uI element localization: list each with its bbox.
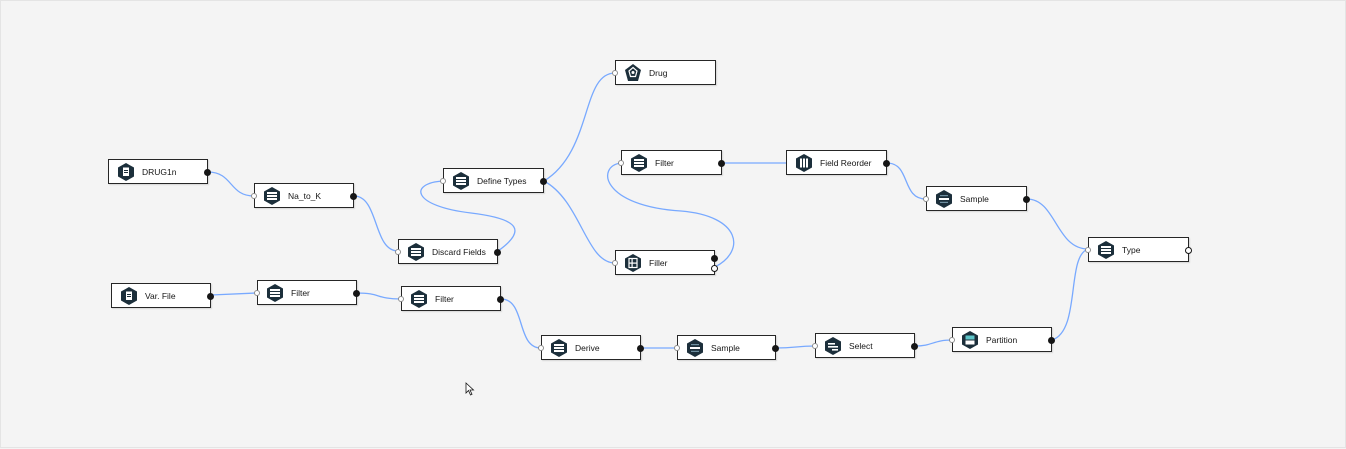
node-label: Select xyxy=(849,340,873,351)
file-icon xyxy=(117,162,135,181)
output-port[interactable] xyxy=(207,293,214,300)
node-filter-top[interactable]: Filter xyxy=(618,150,725,175)
input-port[interactable] xyxy=(440,178,446,184)
input-port[interactable] xyxy=(1085,247,1091,253)
link-field_reorder-sample_top xyxy=(886,162,927,200)
partition-icon xyxy=(961,330,979,349)
node-label: Na_to_K xyxy=(288,190,322,201)
node-var-file[interactable]: Var. File xyxy=(111,283,214,308)
derive-icon xyxy=(263,186,281,205)
node-na-to-k[interactable]: Na_to_K xyxy=(251,183,357,208)
node-drug1n[interactable]: DRUG1n xyxy=(108,159,211,184)
link-define_types-filler xyxy=(543,180,616,264)
model-icon xyxy=(624,63,642,82)
output-port[interactable] xyxy=(540,178,547,185)
type-icon xyxy=(452,171,470,190)
output-port[interactable] xyxy=(494,249,501,256)
node-field-reorder[interactable]: Field Reorder xyxy=(786,150,890,175)
select-icon xyxy=(824,336,842,355)
derive-icon xyxy=(550,338,568,357)
output-port[interactable] xyxy=(772,345,779,352)
output-port[interactable] xyxy=(911,343,918,350)
node-partition[interactable]: Partition xyxy=(949,327,1055,352)
sample-icon xyxy=(686,338,704,357)
node-label: Var. File xyxy=(145,290,176,301)
filter-icon xyxy=(407,242,425,261)
node-discard-fields[interactable]: Discard Fields xyxy=(395,239,501,264)
reorder-icon xyxy=(795,153,813,172)
output-port[interactable] xyxy=(1023,196,1030,203)
node-define-types[interactable]: Define Types xyxy=(440,168,547,193)
link-filter_b-derive xyxy=(500,298,542,349)
input-port[interactable] xyxy=(398,296,404,302)
link-discard-define_types xyxy=(420,180,516,252)
filler-icon xyxy=(624,253,642,272)
node-select[interactable]: Select xyxy=(812,333,918,358)
sample-icon xyxy=(935,189,953,208)
input-port[interactable] xyxy=(618,160,624,166)
input-port[interactable] xyxy=(395,249,401,255)
mouse-pointer-icon xyxy=(465,382,475,396)
input-port[interactable] xyxy=(612,260,618,266)
node-label: Partition xyxy=(986,334,1018,345)
node-label: Field Reorder xyxy=(820,157,872,168)
node-label: Define Types xyxy=(477,175,527,186)
output-port[interactable] xyxy=(1185,247,1192,254)
node-filter-b[interactable]: Filter xyxy=(398,286,504,311)
input-port[interactable] xyxy=(674,345,680,351)
output-port[interactable] xyxy=(883,160,890,167)
input-port[interactable] xyxy=(254,290,260,296)
link-partition-type xyxy=(1051,248,1089,341)
output-port[interactable] xyxy=(637,345,644,352)
node-label: Discard Fields xyxy=(432,246,486,257)
output-port[interactable] xyxy=(350,193,357,200)
output-port[interactable] xyxy=(718,160,725,167)
link-select-partition xyxy=(914,339,953,347)
output-port[interactable] xyxy=(204,169,211,176)
input-port[interactable] xyxy=(538,345,544,351)
link-filter_a-filter_b xyxy=(356,292,402,300)
filter-icon xyxy=(630,153,648,172)
filter-icon xyxy=(410,289,428,308)
input-port[interactable] xyxy=(812,343,818,349)
node-label: Type xyxy=(1122,244,1141,255)
node-derive[interactable]: Derive xyxy=(538,335,644,360)
output-port[interactable] xyxy=(497,296,504,303)
node-label: Filter xyxy=(435,293,454,304)
node-type[interactable]: Type xyxy=(1085,237,1192,262)
node-label: Filter xyxy=(655,157,674,168)
input-port[interactable] xyxy=(612,70,618,76)
file-icon xyxy=(120,286,138,305)
type-icon xyxy=(1097,240,1115,259)
node-filler[interactable]: Filler xyxy=(612,250,718,275)
node-sample-bottom[interactable]: Sample xyxy=(674,335,779,360)
input-port[interactable] xyxy=(251,193,257,199)
node-filter-a[interactable]: Filter xyxy=(254,280,360,305)
node-label: Sample xyxy=(960,193,989,204)
input-port[interactable] xyxy=(949,337,955,343)
node-label: Filler xyxy=(649,257,668,268)
input-port[interactable] xyxy=(923,196,929,202)
node-label: DRUG1n xyxy=(142,166,177,177)
node-label: Filter xyxy=(291,287,310,298)
link-sample_top-type xyxy=(1026,198,1089,250)
node-label: Sample xyxy=(711,342,740,353)
node-drug[interactable]: Drug xyxy=(612,60,716,85)
link-varfile-filter_a xyxy=(210,292,258,296)
node-sample-top[interactable]: Sample xyxy=(923,186,1030,211)
output-port[interactable] xyxy=(353,290,360,297)
link-drug1n-na_to_k xyxy=(207,171,255,197)
link-sample_bottom-select xyxy=(775,345,816,349)
secondary-output-port[interactable] xyxy=(711,265,718,272)
link-define_types-drug xyxy=(543,72,616,182)
link-na_to_k-discard xyxy=(353,195,399,252)
filter-icon xyxy=(266,283,284,302)
link-filler-filter_top xyxy=(607,162,735,268)
output-port[interactable] xyxy=(711,255,718,262)
output-port[interactable] xyxy=(1048,337,1055,344)
node-label: Drug xyxy=(649,67,668,78)
node-label: Derive xyxy=(575,342,600,353)
